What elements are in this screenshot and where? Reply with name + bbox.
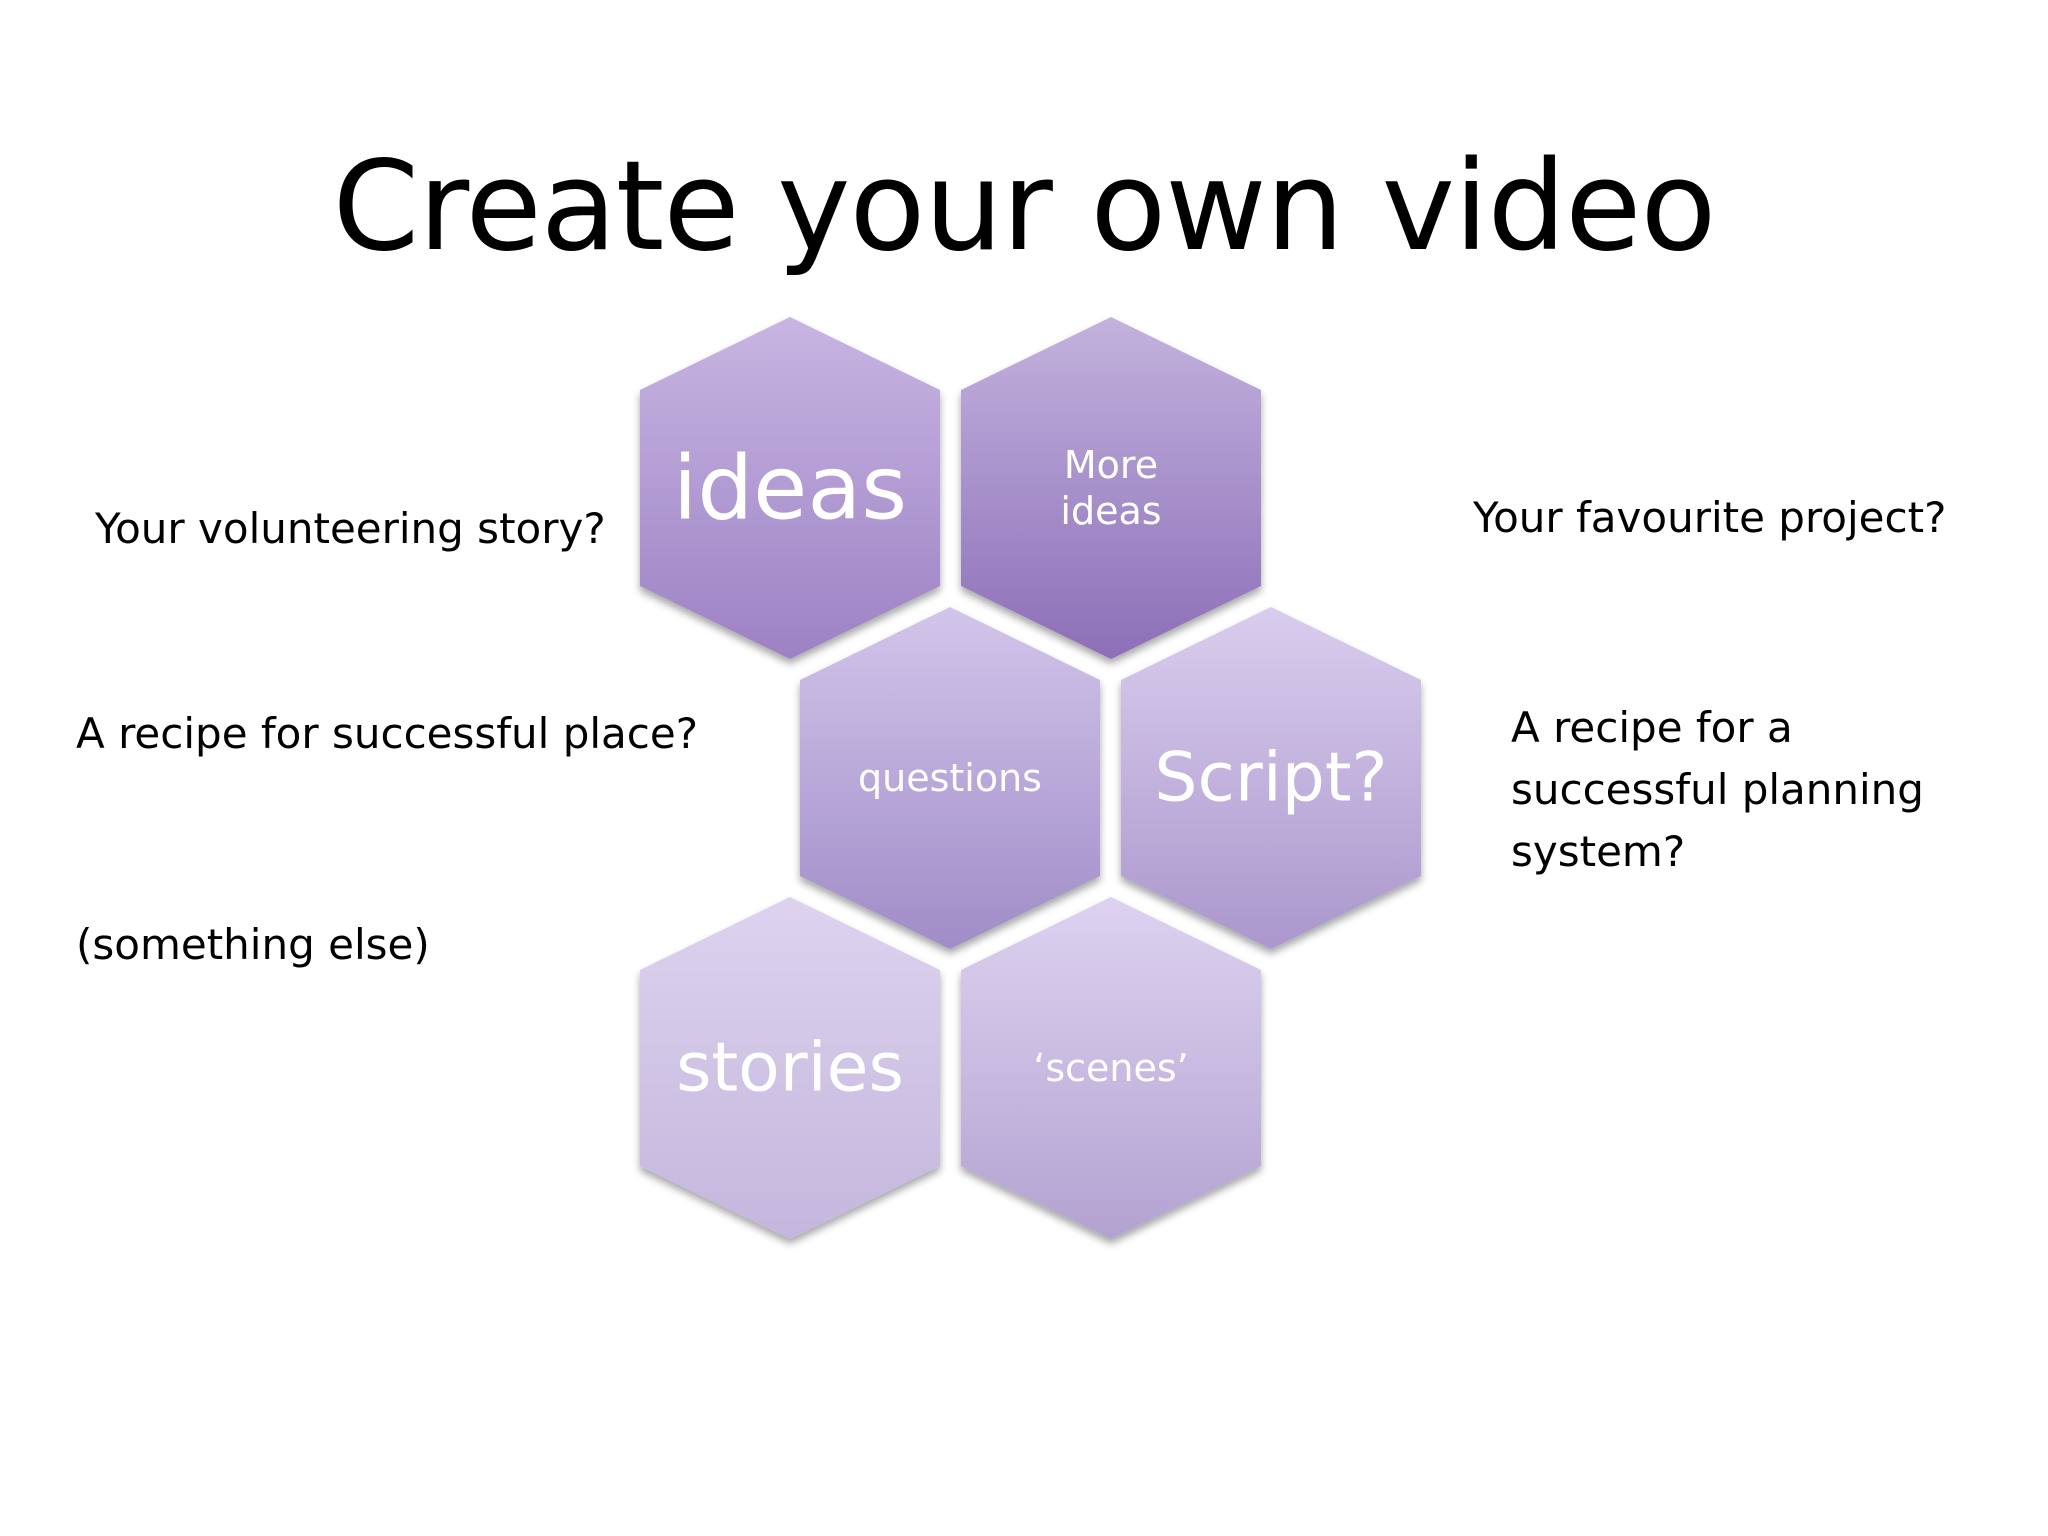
prompt-volunteering-story: Your volunteering story?: [95, 504, 606, 553]
hexagon-shape-ideas: [640, 317, 940, 659]
slide-title: Create your own video: [332, 135, 1717, 279]
hexagon-label-more-ideas: More: [1064, 443, 1158, 487]
hexagon-shape-scenes: [961, 897, 1261, 1239]
prompt-recipe-planning-system: A recipe for a successful planning syste…: [1511, 703, 1924, 876]
hexagon-label-stories: stories: [676, 1029, 904, 1108]
hexagon-scenes: ‘scenes’: [961, 897, 1261, 1239]
hexagon-label-ideas: ideas: [673, 437, 907, 540]
hexagon-shape-stories: [640, 897, 940, 1239]
hexagon-label-more-ideas: ideas: [1060, 489, 1161, 533]
hexagon-label-scenes: ‘scenes’: [1033, 1046, 1189, 1090]
hexagon-shape-script: [1121, 607, 1421, 949]
prompt-recipe-place: A recipe for successful place?: [76, 709, 698, 758]
prompt-something-else: (something else): [76, 920, 430, 969]
hexagon-stories: stories: [640, 897, 940, 1239]
prompt-favourite-project: Your favourite project?: [1473, 493, 1947, 542]
hexagon-shape-questions: [800, 607, 1100, 949]
hexagon-ideas: ideas: [640, 317, 940, 659]
hexagon-label-questions: questions: [858, 756, 1042, 800]
hexagon-questions: questions: [800, 607, 1100, 949]
hexagon-shape-more-ideas: [961, 317, 1261, 659]
hexagon-label-script: Script?: [1154, 739, 1387, 818]
hexagon-script: Script?: [1121, 607, 1421, 949]
